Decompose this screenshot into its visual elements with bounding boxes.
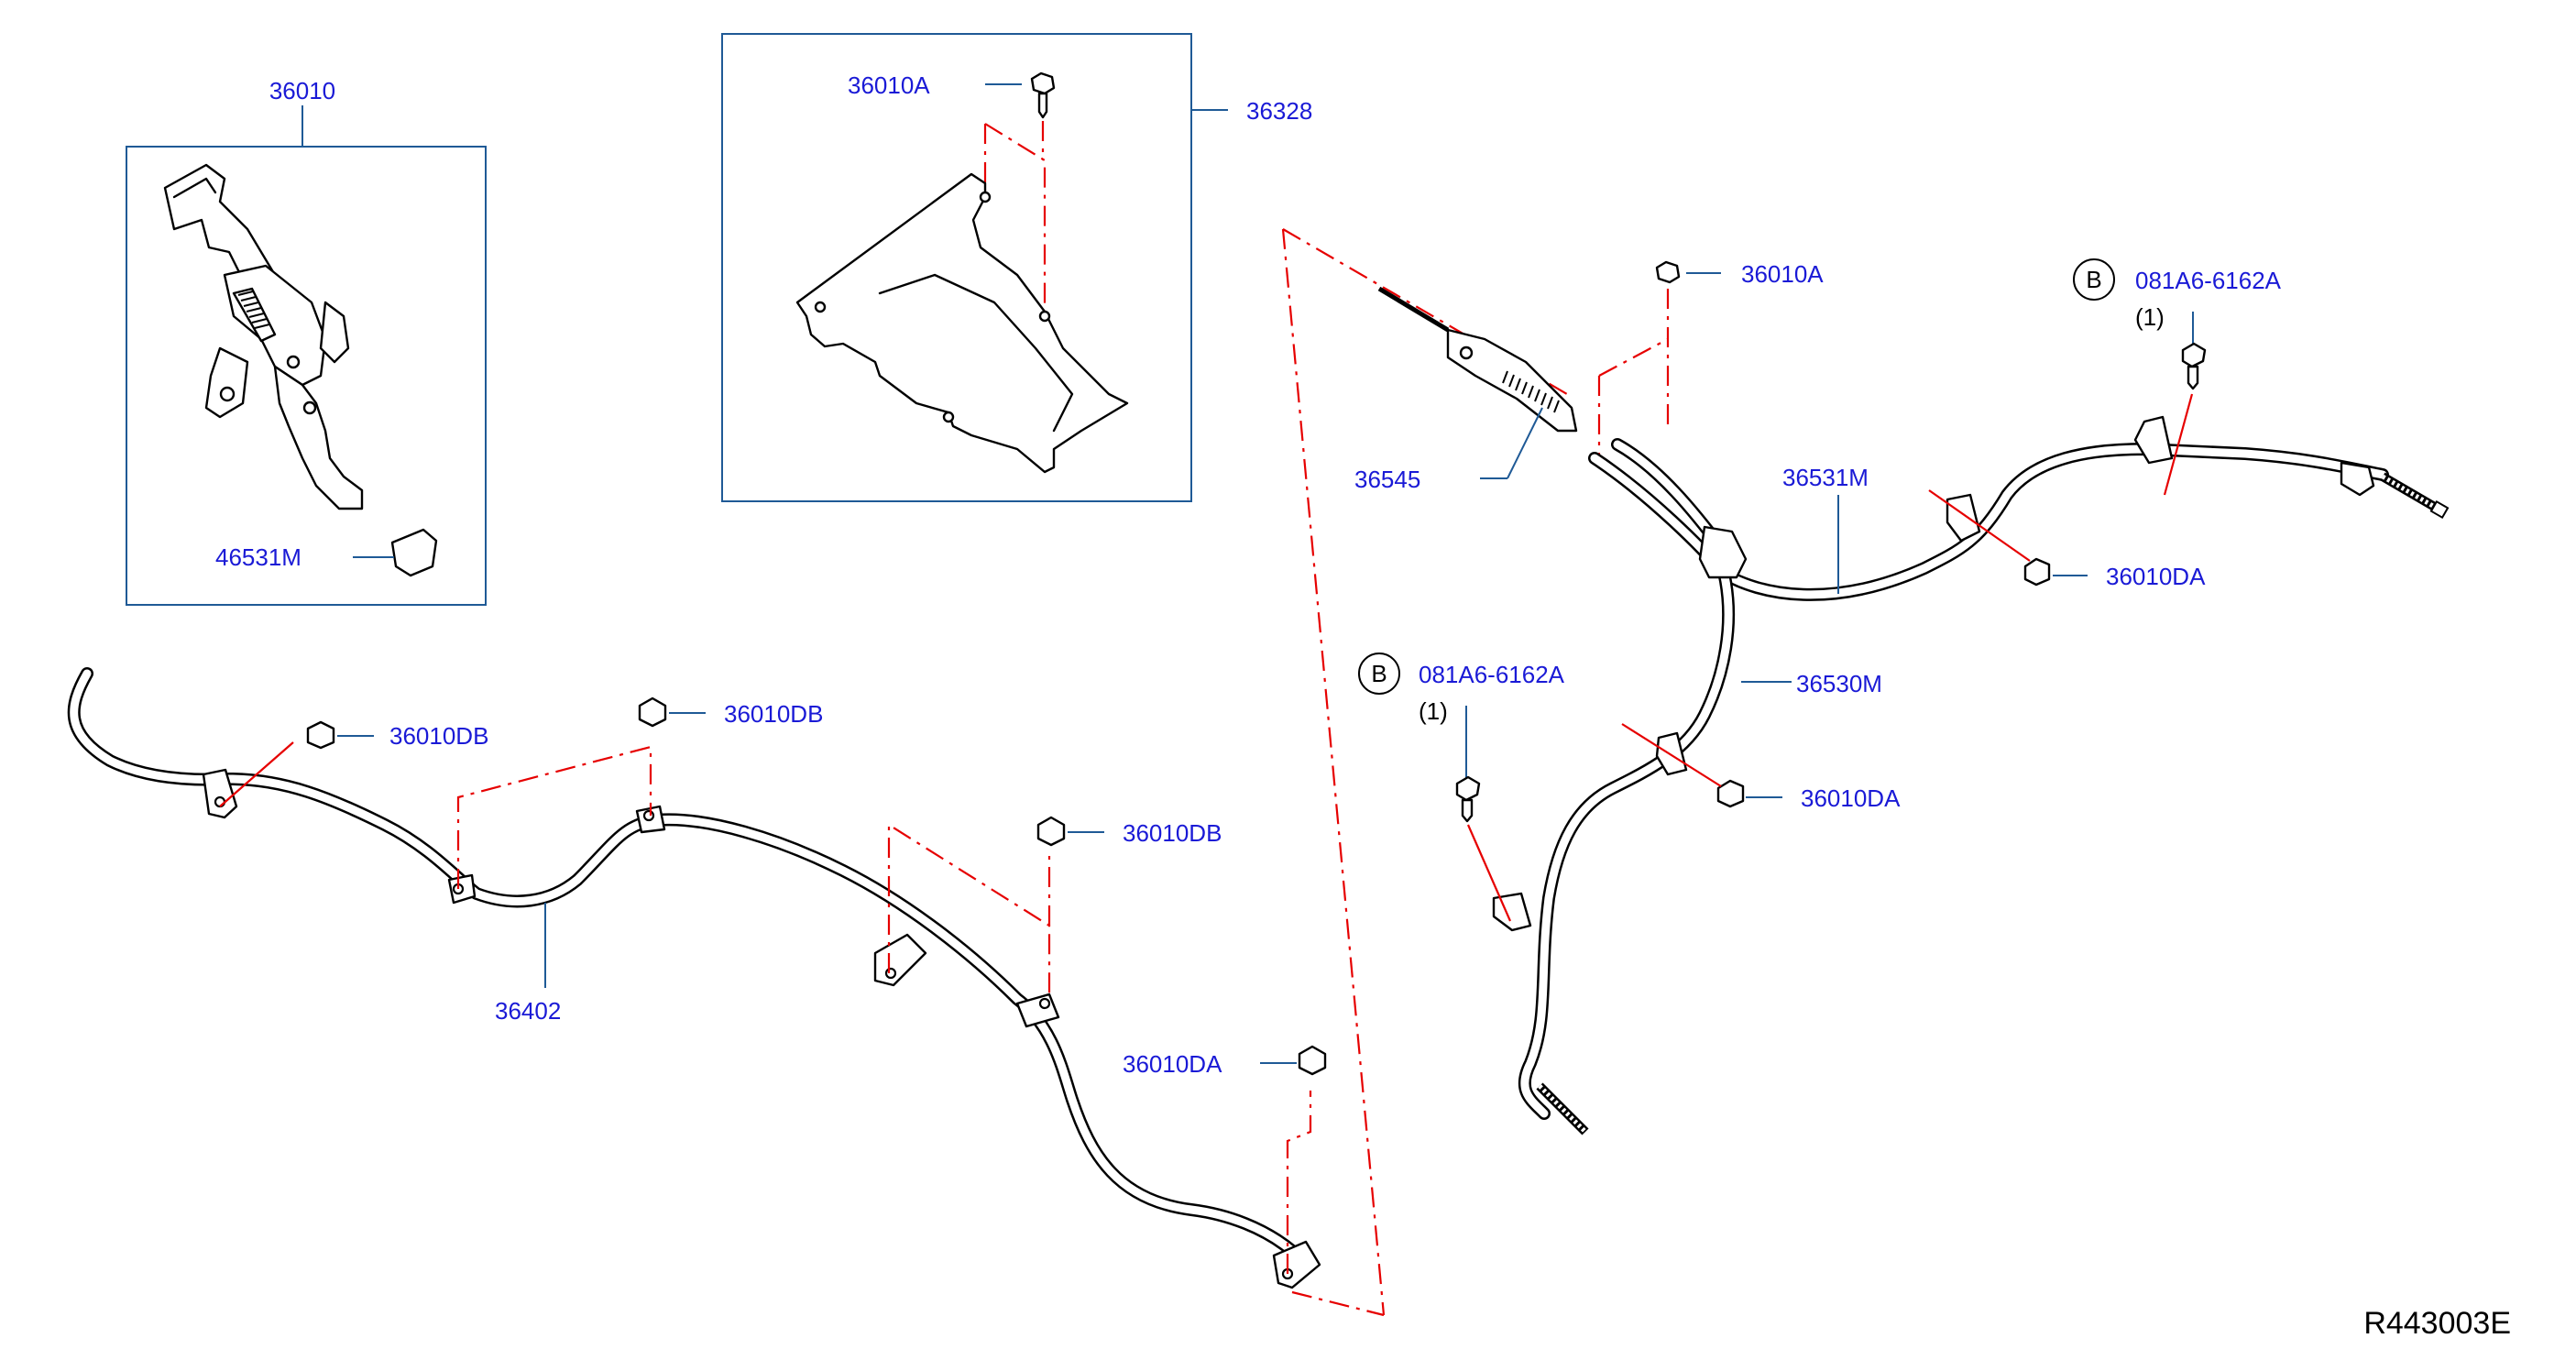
rear-cable-group: 36545 36010A 36531M 3601 <box>1281 228 2450 1317</box>
threaded-rod-right <box>2380 472 2450 520</box>
part-label-36402[interactable]: 36402 <box>495 997 561 1025</box>
pedal-assembly-box <box>126 146 487 606</box>
bolt-36010a-top[interactable] <box>1030 71 1056 119</box>
part-label-36010db-2[interactable]: 36010DB <box>724 700 823 728</box>
callout-b-top-text: B <box>2086 266 2101 293</box>
part-label-36531m[interactable]: 36531M <box>1782 464 1869 491</box>
bracket-box <box>721 33 1192 502</box>
bracket-36328-part[interactable] <box>795 172 1129 474</box>
nut-36010db-1[interactable] <box>306 720 335 750</box>
part-label-36328[interactable]: 36328 <box>1246 97 1312 125</box>
part-label-36010a-right[interactable]: 36010A <box>1741 260 1824 288</box>
bracket-group: 36328 36010A <box>721 33 1312 502</box>
cable-bracket-lower <box>1655 731 1688 776</box>
part-label-081a6-mid[interactable]: 081A6-6162A <box>1419 661 1565 688</box>
nut-36010da-right[interactable] <box>2023 557 2051 587</box>
qty-label-top: (1) <box>2135 303 2165 331</box>
bolt-081a6-mid[interactable] <box>1455 775 1481 823</box>
bolt-081a6-top[interactable] <box>2181 342 2207 390</box>
part-label-46531m[interactable]: 46531M <box>215 543 301 571</box>
pedal-pad-part[interactable] <box>390 528 438 577</box>
part-label-081a6-top[interactable]: 081A6-6162A <box>2135 267 2282 294</box>
part-label-36010db-3[interactable]: 36010DB <box>1123 819 1222 847</box>
cable-bracket-left <box>1492 892 1532 932</box>
cable-bracket-d <box>873 933 927 987</box>
part-label-36010[interactable]: 36010 <box>269 77 335 104</box>
leader-36545-b <box>1507 407 1543 479</box>
equalizer-36545-part[interactable] <box>1377 286 1578 433</box>
qty-label-mid: (1) <box>1419 697 1448 725</box>
nut-36010db-3[interactable] <box>1036 816 1066 847</box>
nut-36010da-bottom[interactable] <box>1298 1045 1327 1076</box>
pedal-assembly-group: 36010 46531M <box>126 77 487 606</box>
part-label-36010a-top[interactable]: 36010A <box>848 71 930 99</box>
nut-36010da-mid[interactable] <box>1716 779 1745 808</box>
cable-bracket-a <box>202 768 238 819</box>
front-cable-group: 36010DB 36010DB 36010DB 36402 36010DA <box>67 667 1327 1289</box>
callout-b-top <box>2073 258 2115 301</box>
cable-bracket-right <box>2133 415 2174 465</box>
cable-junction-clip <box>1698 525 1748 579</box>
pedal-assembly-part[interactable] <box>163 163 364 510</box>
part-label-36010da-mid[interactable]: 36010DA <box>1801 784 1901 812</box>
diagram-reference-code: R443003E <box>2363 1306 2511 1341</box>
threaded-rod-lower <box>1536 1082 1589 1135</box>
part-label-36545[interactable]: 36545 <box>1354 466 1420 493</box>
bolt-36010a-right[interactable] <box>1655 260 1681 284</box>
part-label-36010da-bottom[interactable]: 36010DA <box>1123 1050 1222 1078</box>
cable-bracket-mid <box>1946 493 1981 543</box>
nut-36010db-2[interactable] <box>638 696 667 728</box>
part-label-36530m[interactable]: 36530M <box>1796 670 1882 697</box>
callout-b-mid-text: B <box>1371 660 1387 687</box>
part-label-36010db-1[interactable]: 36010DB <box>389 722 488 750</box>
callout-b-mid <box>1358 653 1400 695</box>
cable-end-bracket-right <box>2340 461 2375 497</box>
part-label-36010da-right[interactable]: 36010DA <box>2106 563 2206 590</box>
